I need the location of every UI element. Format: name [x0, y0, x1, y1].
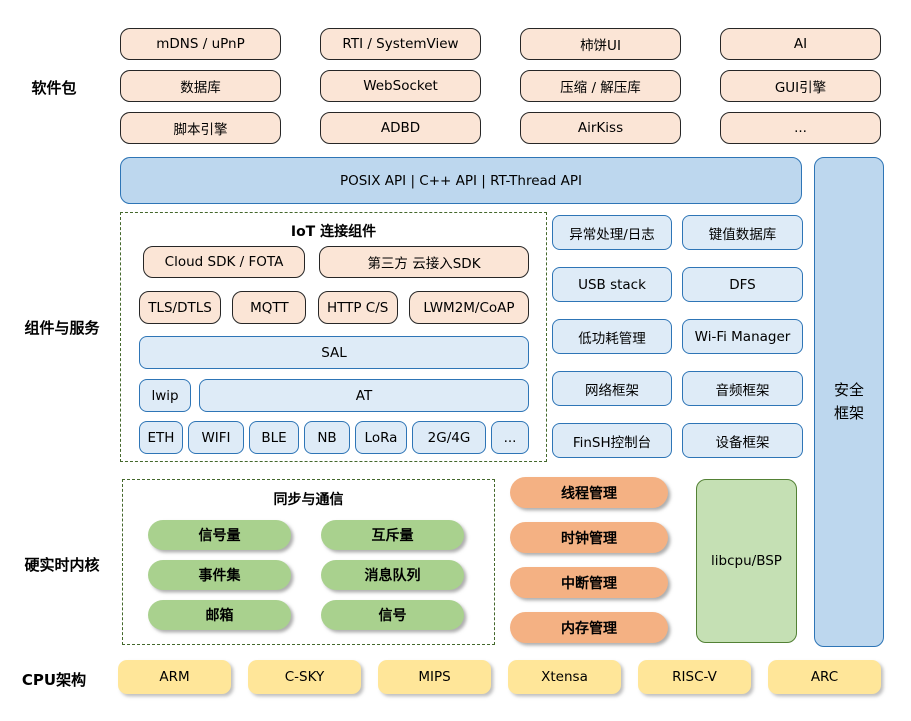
libcpu-bsp-box: libcpu/BSP: [696, 479, 797, 643]
protocol-box: LWM2M/CoAP: [408, 291, 529, 324]
security-label-line2: 框架: [833, 404, 864, 422]
sync-pill: 消息队列: [321, 560, 464, 590]
package-box: ...: [720, 112, 881, 144]
service-box: 网络框架: [552, 371, 672, 406]
link-box: LoRa: [355, 421, 407, 454]
protocol-box: TLS/DTLS: [139, 291, 221, 324]
package-box: 脚本引擎: [120, 112, 281, 144]
api-bar: POSIX API | C++ API | RT-Thread API: [120, 157, 802, 204]
package-box: GUI引擎: [720, 70, 881, 102]
service-box: USB stack: [552, 267, 672, 302]
cpu-pill: ARM: [118, 660, 231, 694]
service-box: DFS: [682, 267, 803, 302]
sync-box-title: 同步与通信: [273, 492, 344, 508]
sync-pill: 事件集: [148, 560, 291, 590]
service-box: 低功耗管理: [552, 319, 672, 354]
sync-pill: 邮箱: [148, 600, 291, 630]
cpu-architecture-row: ARM C-SKY MIPS Xtensa RISC-V ARC: [118, 660, 881, 694]
iot-link-row: ETH WIFI BLE NB LoRa 2G/4G ...: [139, 421, 529, 454]
manager-pill: 中断管理: [510, 567, 668, 598]
iot-protocol-row: TLS/DTLS MQTT HTTP C/S LWM2M/CoAP: [139, 291, 529, 324]
package-box: ADBD: [320, 112, 481, 144]
manager-pill: 线程管理: [510, 477, 668, 508]
iot-components-box: IoT 连接组件 Cloud SDK / FOTA 第三方 云接入SDK TLS…: [120, 212, 547, 462]
link-box: 2G/4G: [412, 421, 486, 454]
link-box: ...: [491, 421, 529, 454]
at-box: AT: [199, 379, 529, 412]
package-box: RTI / SystemView: [320, 28, 481, 60]
iot-stack-row: lwip AT: [139, 379, 529, 412]
section-label-components: 组件与服务: [24, 319, 100, 337]
sync-pill: 信号量: [148, 520, 291, 550]
cpu-pill: MIPS: [378, 660, 491, 694]
package-box: 数据库: [120, 70, 281, 102]
protocol-box: HTTP C/S: [317, 291, 398, 324]
services-grid: 异常处理/日志 键值数据库 USB stack DFS 低功耗管理 Wi-Fi …: [552, 215, 803, 458]
sync-pill: 互斥量: [321, 520, 464, 550]
section-label-cpu: CPU架构: [21, 671, 87, 689]
package-box: 柿饼UI: [520, 28, 681, 60]
link-box: ETH: [139, 421, 183, 454]
protocol-box: MQTT: [232, 291, 307, 324]
iot-sdk-box: 第三方 云接入SDK: [319, 246, 529, 278]
lwip-box: lwip: [139, 379, 191, 412]
link-box: BLE: [249, 421, 299, 454]
service-box: 异常处理/日志: [552, 215, 672, 250]
package-box: mDNS / uPnP: [120, 28, 281, 60]
sync-grid: 信号量 互斥量 事件集 消息队列 邮箱 信号: [148, 520, 464, 630]
packages-grid: mDNS / uPnP RTI / SystemView 柿饼UI AI 数据库…: [120, 28, 881, 144]
manager-pill: 时钟管理: [510, 522, 668, 553]
manager-pill: 内存管理: [510, 612, 668, 643]
security-framework-bar: 安全 框架: [814, 157, 884, 647]
cpu-pill: Xtensa: [508, 660, 621, 694]
section-label-kernel: 硬实时内核: [24, 556, 100, 574]
link-box: NB: [304, 421, 350, 454]
iot-sdk-box: Cloud SDK / FOTA: [143, 246, 305, 278]
service-box: Wi-Fi Manager: [682, 319, 803, 354]
service-box: FinSH控制台: [552, 423, 672, 458]
kernel-managers: 线程管理 时钟管理 中断管理 内存管理: [510, 477, 668, 643]
sync-pill: 信号: [321, 600, 464, 630]
sync-communication-box: 同步与通信 信号量 互斥量 事件集 消息队列 邮箱 信号: [122, 479, 495, 645]
security-label-line1: 安全: [833, 380, 864, 399]
service-box: 设备框架: [682, 423, 803, 458]
service-box: 键值数据库: [682, 215, 803, 250]
cpu-pill: ARC: [768, 660, 881, 694]
cpu-pill: C-SKY: [248, 660, 361, 694]
link-box: WIFI: [188, 421, 244, 454]
package-box: 压缩 / 解压库: [520, 70, 681, 102]
iot-box-title: IoT 连接组件: [290, 224, 377, 240]
cpu-pill: RISC-V: [638, 660, 751, 694]
section-label-packages: 软件包: [31, 79, 77, 97]
iot-sdk-row: Cloud SDK / FOTA 第三方 云接入SDK: [143, 246, 529, 278]
sal-box: SAL: [139, 336, 529, 369]
package-box: AI: [720, 28, 881, 60]
package-box: WebSocket: [320, 70, 481, 102]
service-box: 音频框架: [682, 371, 803, 406]
package-box: AirKiss: [520, 112, 681, 144]
